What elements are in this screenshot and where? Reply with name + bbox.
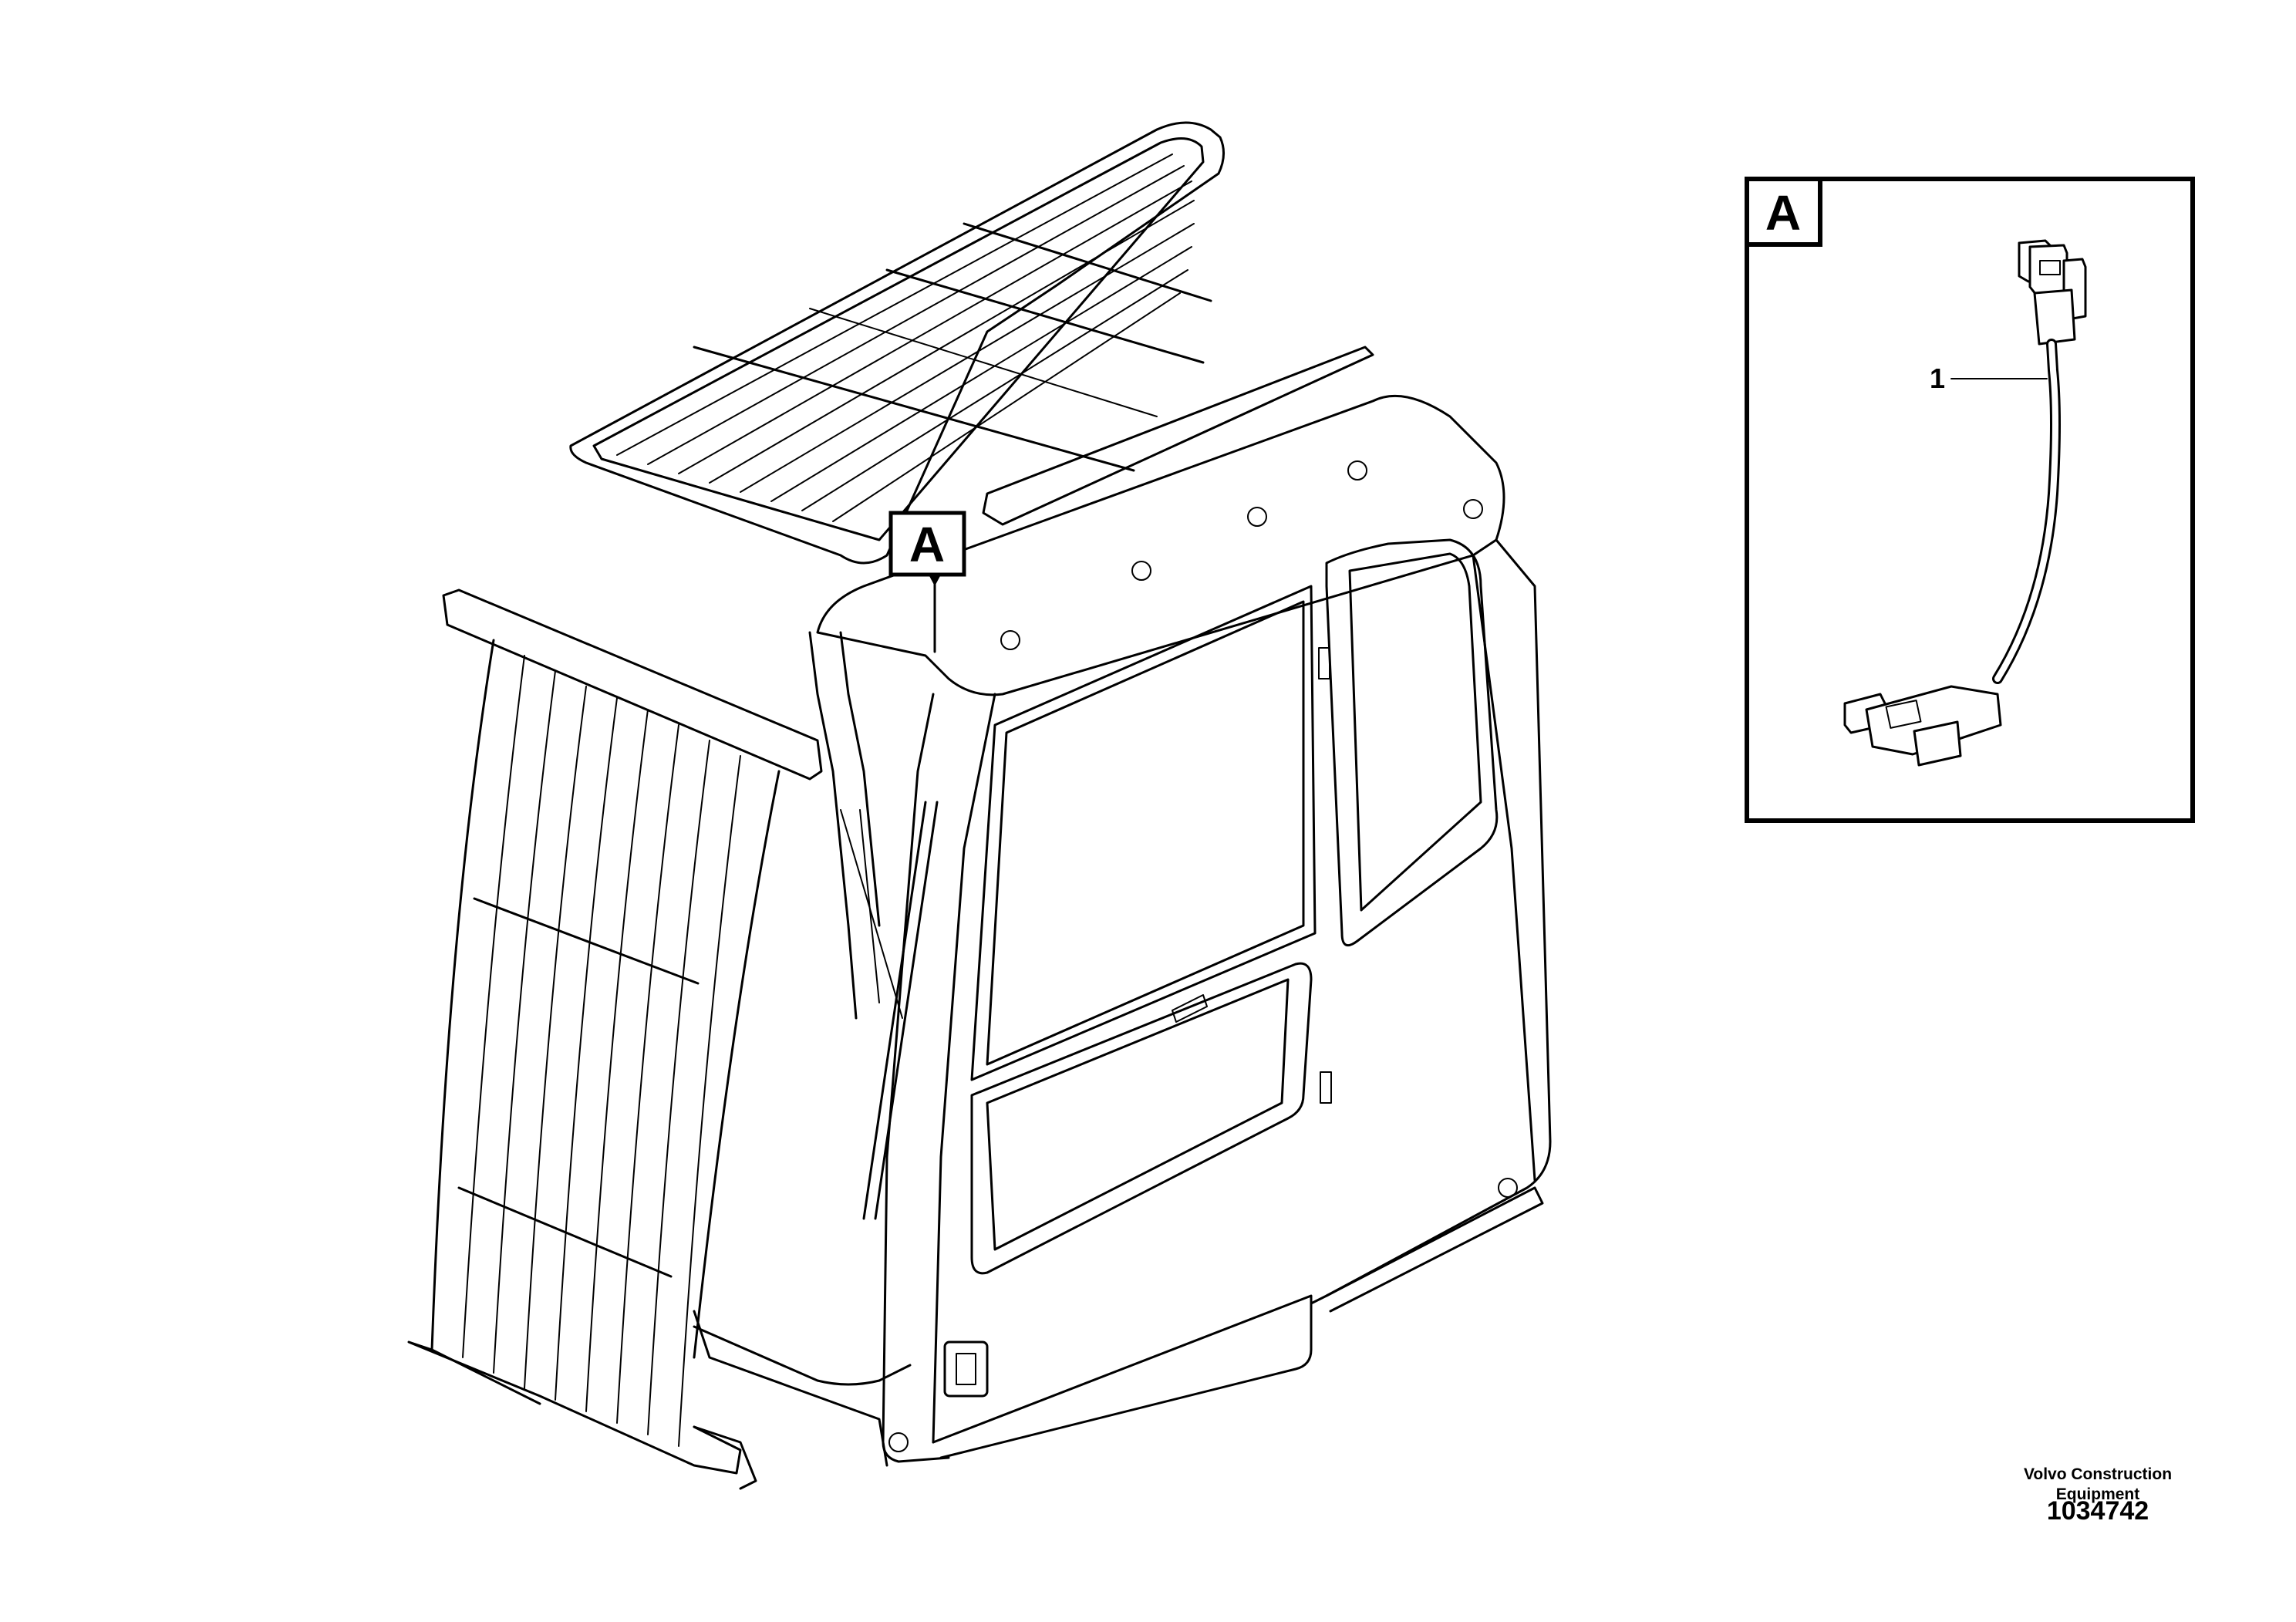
drawing-number: 1034742 xyxy=(2046,1496,2149,1526)
detail-a-panel: A 1 xyxy=(1745,177,2195,823)
front-guard xyxy=(407,588,823,1490)
wiring-harness xyxy=(1843,239,2087,767)
callout-a-label: A xyxy=(909,517,945,572)
brand-name-line2: Equipment xyxy=(2055,1485,2140,1503)
cab-body xyxy=(693,394,1552,1467)
wiper-assembly xyxy=(808,631,939,1220)
callout-a-marker: A xyxy=(888,511,966,653)
item-1-callout: 1 xyxy=(1930,363,2048,394)
brand-name-line1: Volvo Construction xyxy=(2023,1465,2173,1483)
detail-a-label: A xyxy=(1765,185,1801,241)
roof-guard xyxy=(569,121,1374,565)
item-1-number: 1 xyxy=(1930,363,1945,394)
